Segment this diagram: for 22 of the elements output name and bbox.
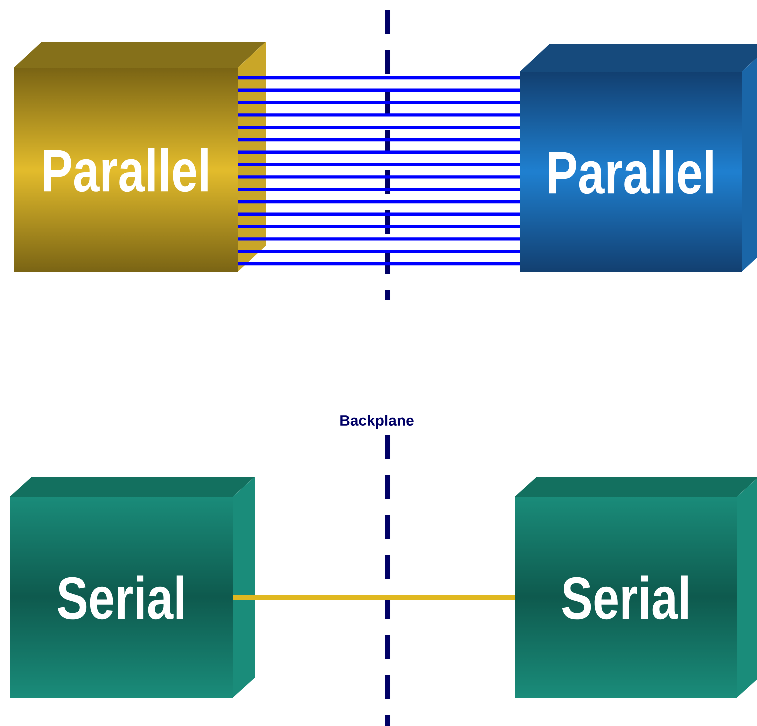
cube-block: Parallel [520, 44, 757, 272]
cube-block: Serial [10, 477, 255, 698]
connector-line [238, 250, 520, 254]
connector-line [238, 262, 520, 266]
connector-line [233, 595, 515, 600]
connector-line [238, 176, 520, 179]
connector-line [238, 76, 520, 80]
connector-line [238, 88, 520, 92]
connector-line [238, 200, 520, 204]
connector-line [238, 188, 520, 192]
cube-block: Serial [515, 477, 757, 698]
connector-line [238, 225, 520, 228]
connector-line [238, 238, 520, 241]
cube-block: Parallel [14, 42, 266, 272]
backplane-label: Backplane [340, 415, 414, 429]
connector-line [238, 126, 520, 130]
connector-line [238, 212, 520, 216]
connector-line [238, 150, 520, 154]
connector-line [238, 114, 520, 117]
connector-line [238, 138, 520, 142]
connector-line [238, 163, 520, 166]
connector-line [238, 101, 520, 104]
